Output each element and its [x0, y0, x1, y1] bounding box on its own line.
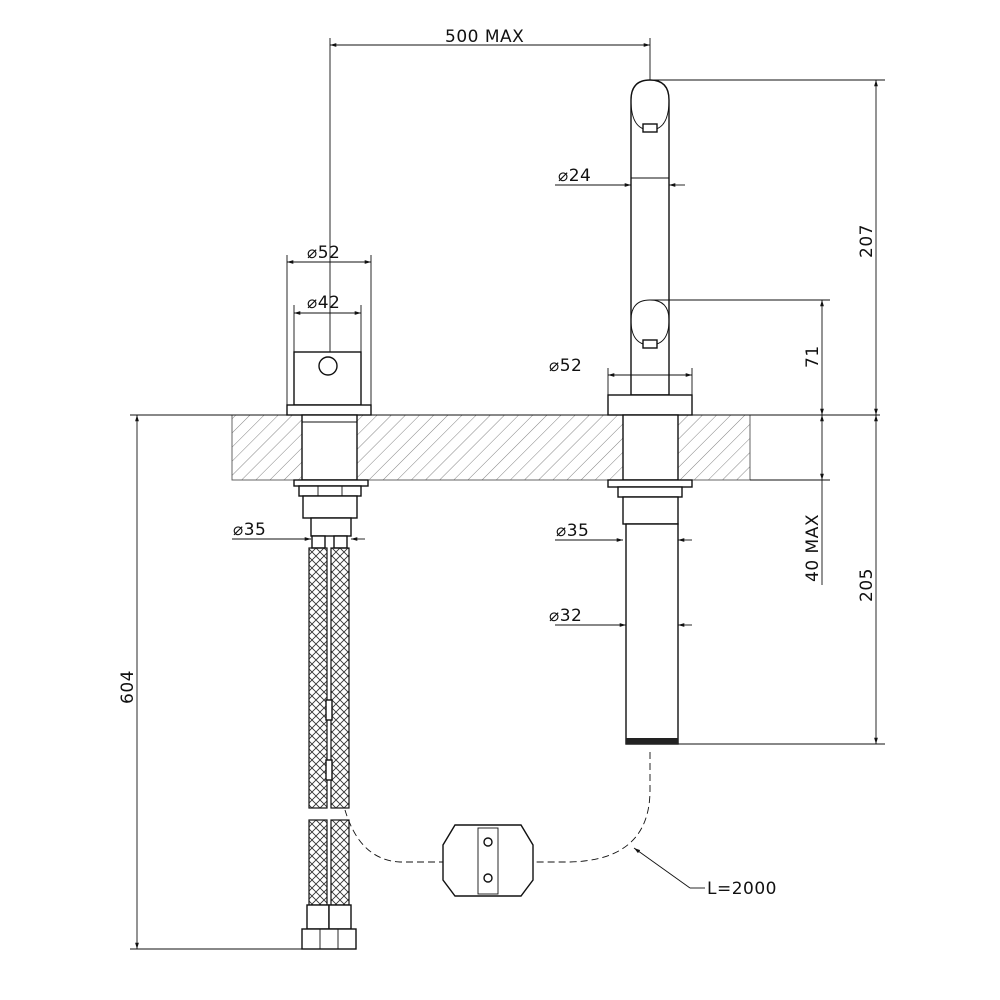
- spout-shank-diameter-label: ⌀35: [556, 521, 589, 541]
- total-hose-length-label: 604: [118, 670, 138, 704]
- cable-length-label: L=2000: [707, 879, 777, 899]
- handle-outer-diameter-label: ⌀52: [307, 243, 340, 263]
- spout-tube-diameter-label: ⌀32: [549, 606, 582, 626]
- below-deck-length-label: 205: [857, 568, 877, 602]
- max-reach-label: 500 MAX: [445, 27, 524, 47]
- spout: [607, 79, 693, 745]
- mixer-shank-diameter-label: ⌀35: [233, 520, 266, 540]
- handle-inner-diameter-label: ⌀42: [307, 293, 340, 313]
- dimension-lines: [130, 38, 885, 950]
- supply-hoses: [301, 535, 357, 950]
- spout-base-diameter-label: ⌀52: [549, 356, 582, 376]
- sensor-cable: [344, 752, 651, 897]
- deck-thickness-label: 40 MAX: [803, 514, 823, 582]
- outlet-height-label: 71: [803, 345, 823, 368]
- mixer-valve: [286, 351, 372, 537]
- deck-slab: [130, 414, 880, 481]
- spout-height-label: 207: [857, 224, 877, 258]
- spout-diameter-label: ⌀24: [558, 166, 591, 186]
- control-box: [442, 824, 534, 897]
